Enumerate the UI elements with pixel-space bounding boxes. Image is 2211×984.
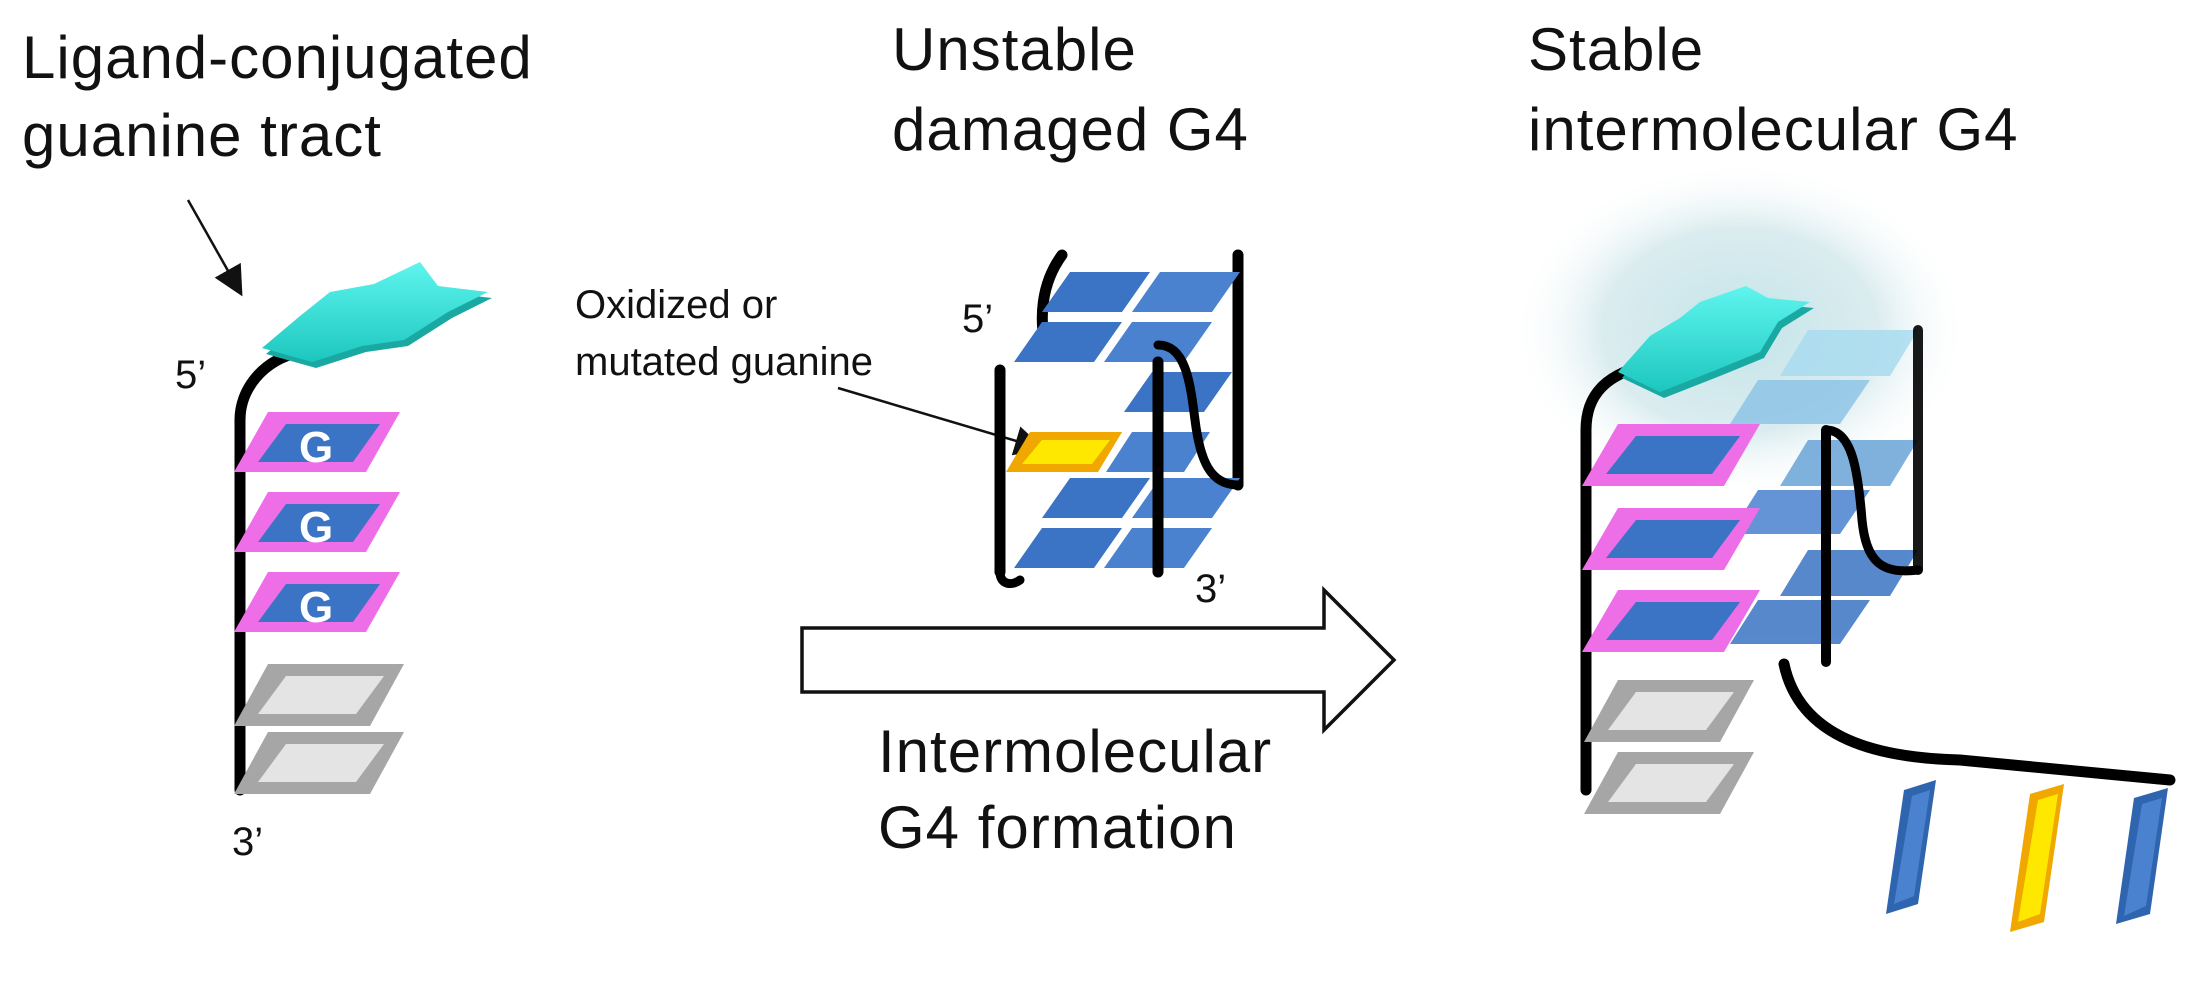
hanging-base: [1886, 780, 1936, 914]
guanine-letter: G: [299, 583, 333, 632]
right-panel: Stable intermolecular G4: [1510, 16, 2176, 932]
callout-pointer: [837, 386, 1045, 456]
callout-line2: mutated guanine: [575, 340, 873, 384]
guanine-plate: G: [234, 572, 400, 632]
hanging-base-damaged: [2010, 784, 2064, 932]
guanine-plate: G: [234, 412, 400, 472]
left-title-line2: guanine tract: [22, 102, 382, 169]
unpaired-base-plate: [234, 732, 404, 794]
right-title-line2: intermolecular G4: [1528, 96, 2019, 163]
arrow-label-line1: Intermolecular: [878, 718, 1272, 785]
left-five-prime: 5’: [175, 353, 206, 397]
left-panel: Ligand-conjugated guanine tract 5’ 3’ G …: [22, 24, 533, 864]
middle-title-line2: damaged G4: [892, 96, 1249, 163]
guanine-plate: G: [234, 492, 400, 552]
partner-g4-layer: [1730, 330, 1918, 644]
pointer-arrow: [186, 199, 243, 297]
unpaired-base-plate: [1584, 752, 1754, 814]
guanine-letter: G: [299, 503, 333, 552]
ligand-star-icon: [1618, 286, 1814, 398]
callout-line1: Oxidized or: [575, 283, 777, 327]
damaged-tail-strand: [1778, 658, 2176, 786]
guanine-plate: [1582, 424, 1760, 486]
guanine-plate: [1582, 590, 1760, 652]
left-three-prime: 3’: [232, 820, 263, 864]
g-quartet-layer: [1006, 372, 1232, 472]
middle-title-line1: Unstable: [892, 16, 1137, 83]
damaged-g4-strand: [995, 567, 1025, 588]
partner-loop: [1821, 425, 1923, 576]
left-title-line1: Ligand-conjugated: [22, 24, 533, 91]
middle-panel: Unstable damaged G4 Oxidized or mutated …: [575, 16, 1397, 861]
reaction-arrow: [800, 585, 1397, 735]
unpaired-base-plate: [234, 664, 404, 726]
arrow-label-line2: G4 formation: [878, 794, 1237, 861]
right-title-line1: Stable: [1528, 16, 1704, 83]
g-quartet-layer: [1014, 478, 1240, 568]
damaged-guanine: [1006, 432, 1122, 472]
guanine-letter: G: [299, 423, 333, 472]
middle-three-prime: 3’: [1195, 567, 1226, 611]
damaged-g4-loop: [1153, 340, 1243, 490]
hanging-base: [2116, 788, 2168, 924]
guanine-plate: [1582, 508, 1760, 570]
unpaired-base-plate: [1584, 680, 1754, 742]
ligand-star-icon: [262, 262, 492, 368]
middle-five-prime: 5’: [962, 297, 993, 341]
